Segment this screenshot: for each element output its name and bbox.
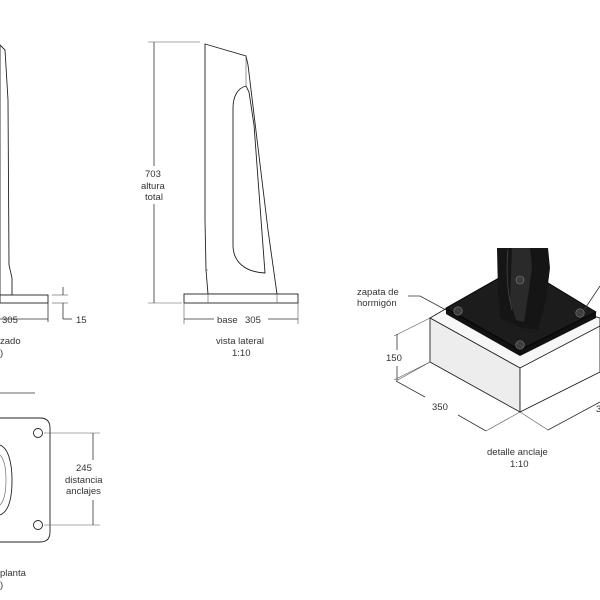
side-view-scale: 1:10 xyxy=(232,348,251,359)
concrete-width: 350 xyxy=(432,402,448,413)
anchor-hole-bottom xyxy=(33,520,43,530)
front-view-scale: ) xyxy=(0,348,3,359)
front-view-name: zado xyxy=(0,336,21,347)
anchor-detail: zapata de hormigón 150 350 3 detalle anc… xyxy=(357,248,600,470)
plan-view-base-plate xyxy=(0,417,51,543)
side-view: 703 altura total base 305 vista lateral … xyxy=(141,41,299,359)
plan-spacing-label-1: distancia xyxy=(65,475,103,486)
concrete-label-2: hormigón xyxy=(357,298,397,309)
plan-view-name: planta xyxy=(0,568,27,579)
anchor-hole-top xyxy=(33,428,43,438)
detail-view-scale: 1:10 xyxy=(510,459,529,470)
concrete-side-face xyxy=(519,325,600,413)
front-base-dim: 305 xyxy=(2,315,18,326)
plan-spacing-label-2: anclajes xyxy=(66,486,101,497)
side-view-recess xyxy=(232,85,266,274)
concrete-depth-partial: 3 xyxy=(596,404,600,415)
front-plate-thickness: 15 xyxy=(76,315,87,326)
front-view-post xyxy=(0,44,13,296)
front-view-base-plate xyxy=(0,294,49,304)
side-base-label: base xyxy=(217,315,238,326)
height-value: 703 xyxy=(145,169,161,180)
front-view: 305 15 zado ) xyxy=(0,44,87,359)
concrete-height: 150 xyxy=(386,353,402,364)
detail-base-plate-edge-right xyxy=(520,312,596,356)
detail-view-name: detalle anclaje xyxy=(487,447,548,458)
side-view-name: vista lateral xyxy=(216,336,264,347)
side-base-value: 305 xyxy=(245,315,261,326)
detail-base-plate-edge xyxy=(446,308,520,356)
height-label-2: total xyxy=(145,192,163,203)
plan-spacing-value: 245 xyxy=(76,463,92,474)
side-view-base-plate xyxy=(183,293,299,304)
plan-view-scale: ) xyxy=(0,580,3,591)
plan-view: 245 distancia anclajes planta ) xyxy=(0,392,103,591)
detail-bolt-4 xyxy=(515,275,525,285)
height-label-1: altura xyxy=(141,181,165,192)
concrete-label-1: zapata de xyxy=(357,287,399,298)
